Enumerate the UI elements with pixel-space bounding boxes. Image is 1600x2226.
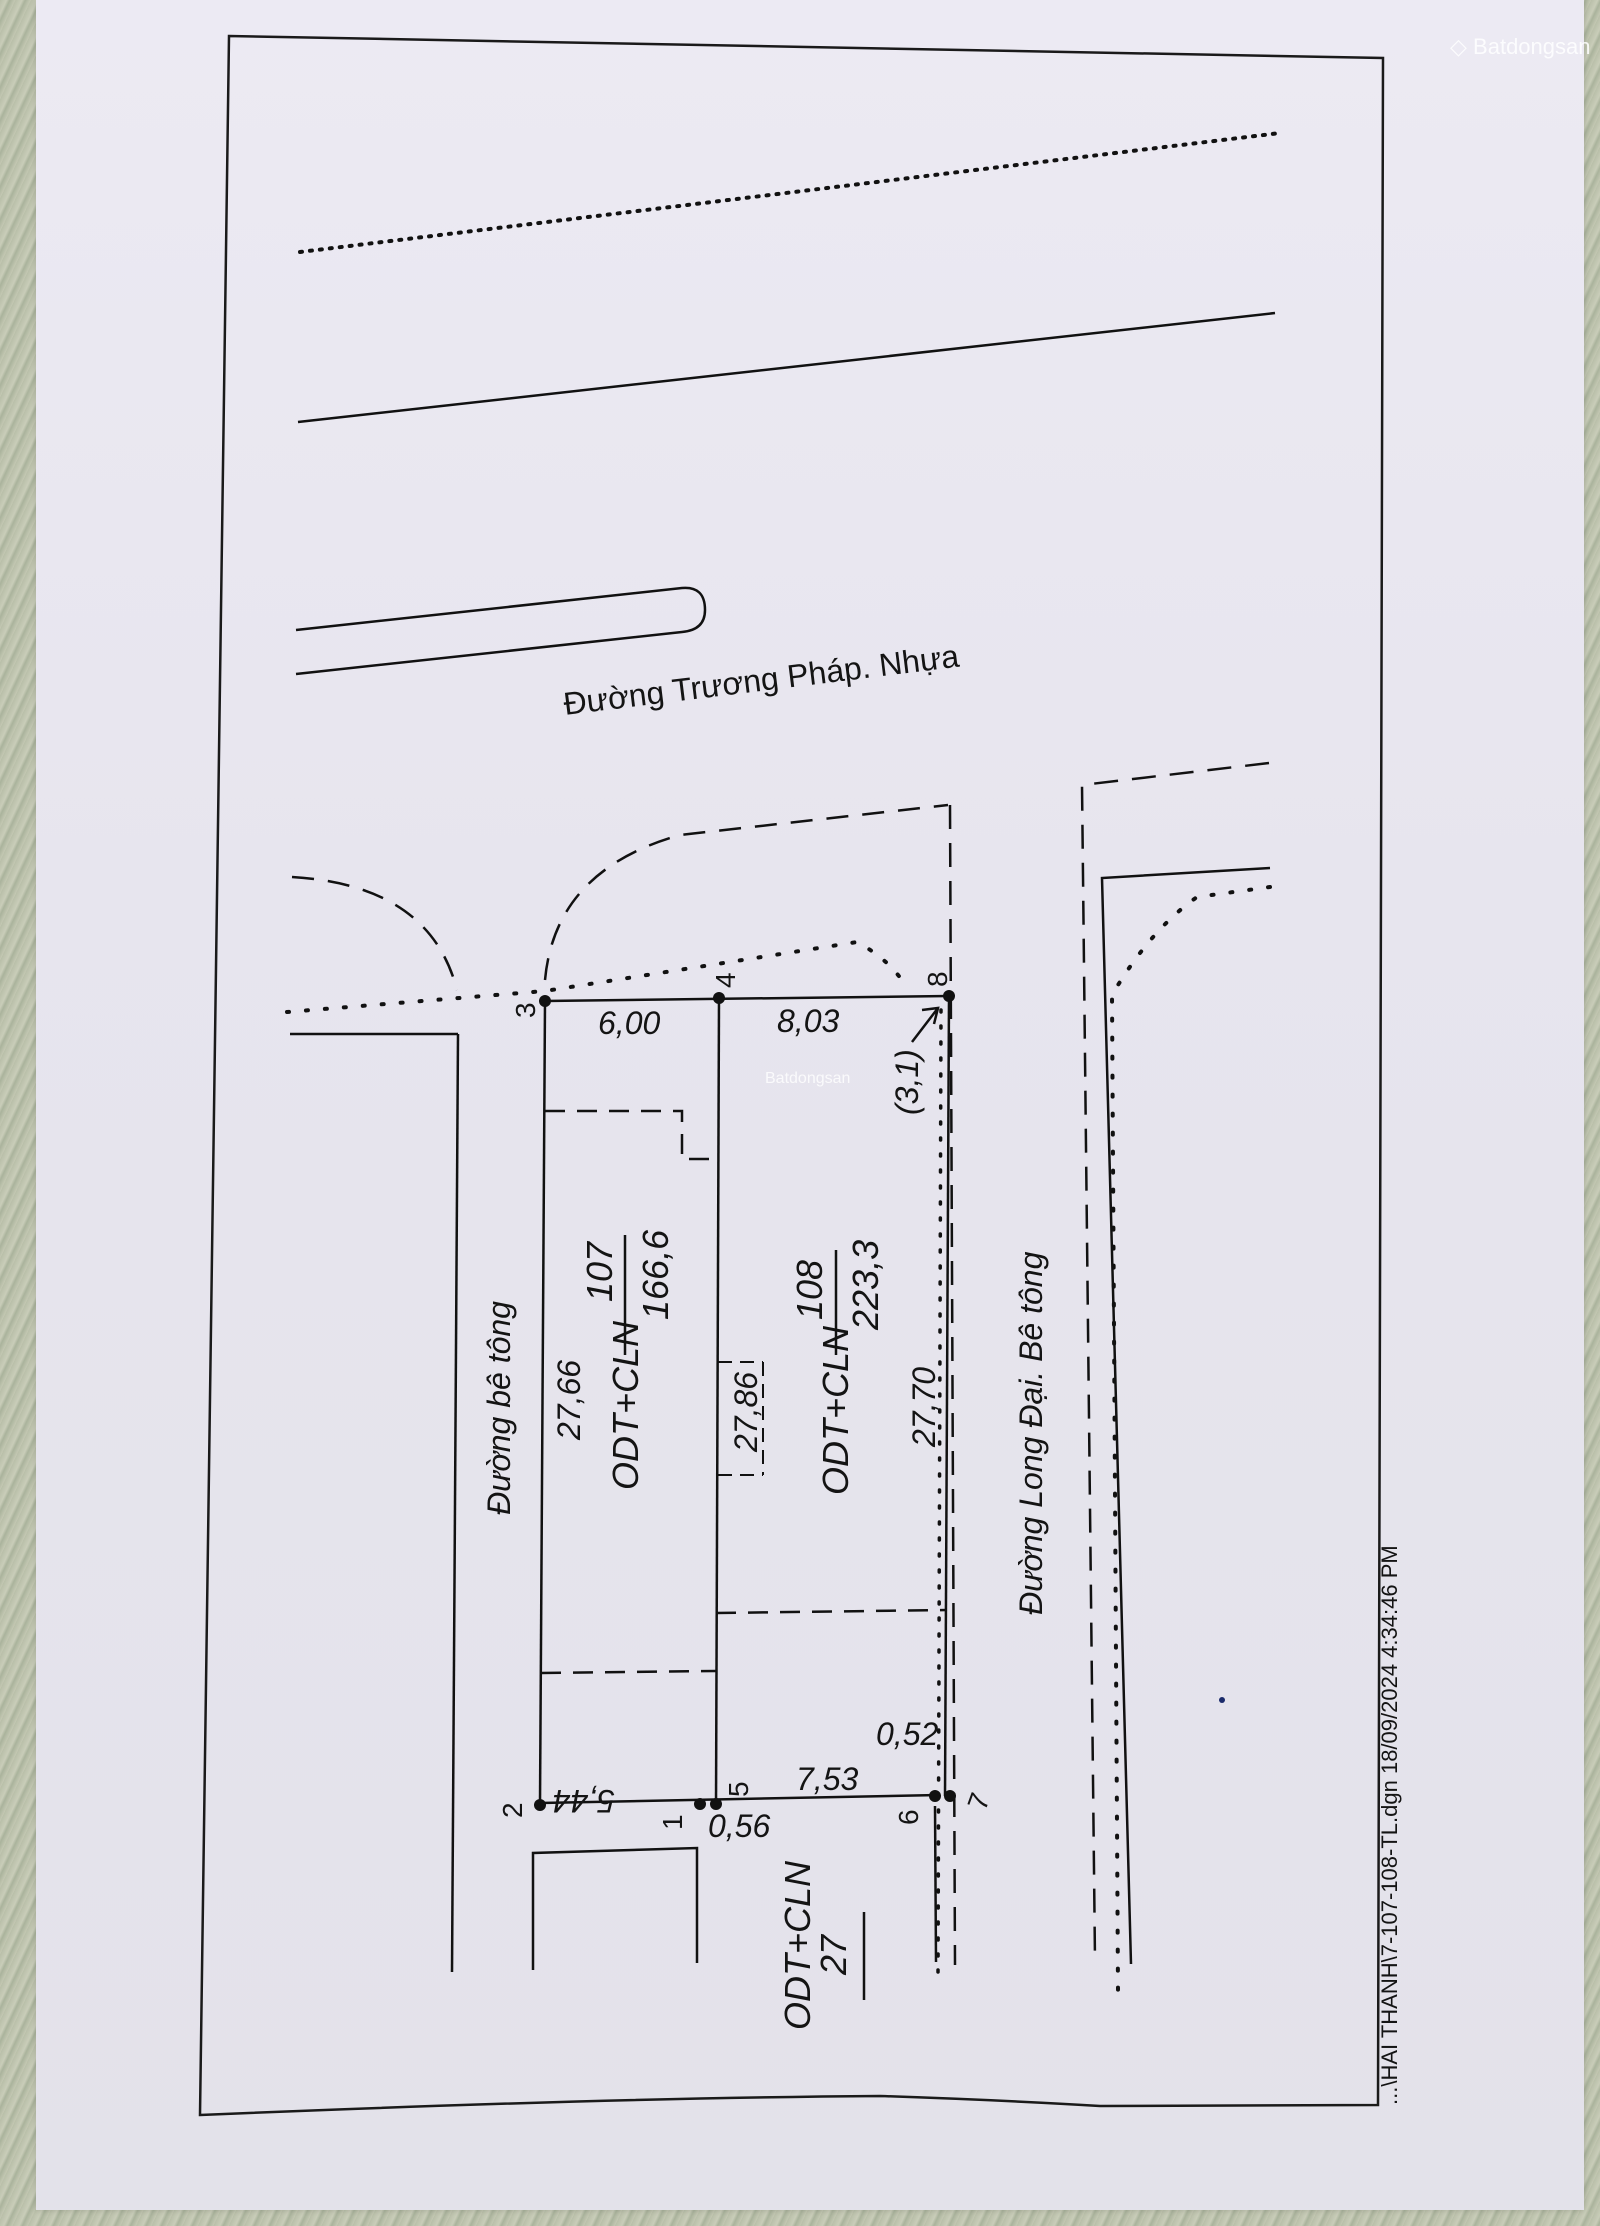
dimension-4-8: 8,03 [777, 1003, 839, 1039]
neighbor-parcel-27-outline [531, 1846, 699, 1970]
street-label-left: Đường bê tông [481, 1301, 517, 1515]
point-label-8: 8 [922, 971, 953, 987]
parcel-107-area: 166,6 [635, 1229, 676, 1320]
watermark-logo-icon: ◇ [1450, 34, 1467, 59]
ink-dot [1219, 1697, 1225, 1703]
watermark-brand: Batdongsan [1473, 34, 1591, 59]
dimension-2-1: 5,44 [553, 1783, 615, 1819]
paper-sheet [36, 0, 1584, 2210]
street-label-right: Đường Long Đại. Bê tông [1013, 1251, 1049, 1615]
dimension-right-side: 27,70 [906, 1367, 942, 1448]
survey-points [534, 990, 956, 1811]
file-footer: ...\HAI THANH\7-107-108-TL.dgn 18/09/202… [1377, 1545, 1402, 2105]
point-label-1: 1 [657, 1814, 688, 1830]
dimension-1-5: 0,56 [708, 1808, 770, 1844]
right-road-dotted-edge [1109, 885, 1272, 1992]
dimension-left-side: 27,66 [551, 1360, 587, 1441]
left-road-right-edge [450, 1033, 460, 1973]
parcel-outline [538, 994, 951, 1806]
point-label-6: 6 [893, 1809, 924, 1825]
watermark-top-right: ◇ Batdongsan [1450, 34, 1590, 60]
parcel-107-number: 107 [579, 1240, 620, 1302]
street-label-top: Đường Trương Pháp. Nhựa [561, 638, 961, 722]
point-label-4: 4 [710, 972, 741, 988]
parcel-108-area: 223,3 [845, 1240, 886, 1331]
top-road-dotted-line [298, 131, 1282, 254]
neighbor-right-line [933, 1805, 938, 1963]
top-road-edge-line [297, 311, 1276, 424]
top-road-island [295, 586, 707, 676]
point-label-3: 3 [510, 1002, 541, 1018]
parcel-27-number: 27 [813, 1933, 854, 1976]
corner-note: (3,1) [889, 1049, 925, 1115]
dimension-5-6: 7,53 [796, 1761, 858, 1797]
left-corner-arc [291, 875, 459, 991]
dimension-27-86-box [718, 1361, 764, 1476]
right-road-solid-edge [1100, 866, 1271, 1965]
dimension-3-4: 6,00 [598, 1005, 660, 1041]
parcel-108-number: 108 [789, 1260, 830, 1320]
point-label-7: 7 [962, 1789, 996, 1814]
right-dotted-inner [936, 1008, 943, 1977]
point-label-2: 2 [497, 1802, 528, 1818]
parcel-frontage-dashed [543, 803, 949, 981]
dimension-middle-side: 27,86 [728, 1372, 764, 1453]
watermark-center: Batdongsan [765, 1070, 850, 1087]
corner-note-arrow [911, 1006, 940, 1043]
point-label-5: 5 [723, 1781, 754, 1797]
dimension-6-7: 0,52 [876, 1716, 938, 1752]
drawing-frame [198, 34, 1385, 2117]
parcel-27-landuse: ODT+CLN [777, 1860, 818, 2030]
right-road-dashed-edge [1080, 761, 1270, 1961]
interior-dashed-lines [540, 1109, 948, 1675]
